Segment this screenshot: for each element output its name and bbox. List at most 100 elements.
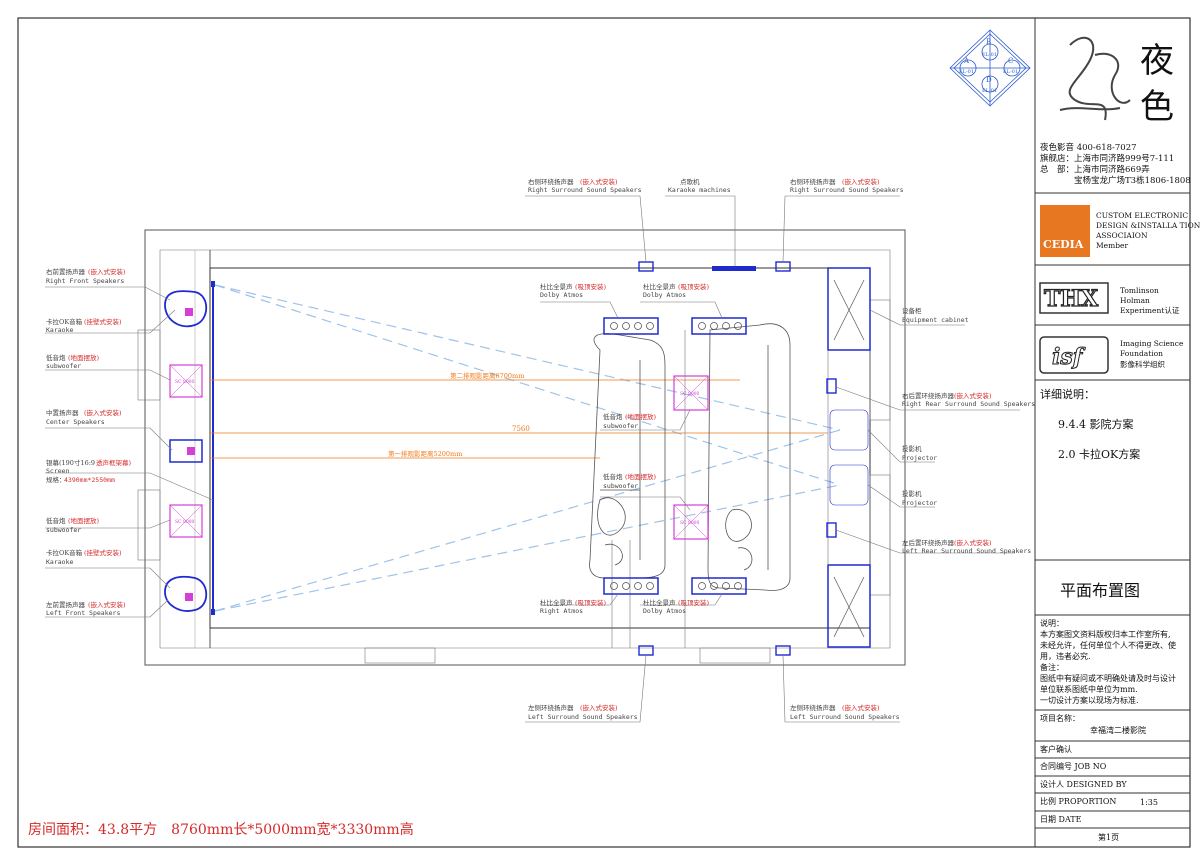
projector-2: [829, 464, 869, 506]
right-rear-en: Right Rear Surround Sound Speakers: [902, 400, 1035, 408]
right-surround-1-cn: 右侧环绕扬声器: [528, 177, 574, 186]
subwoofer-front-right: [169, 364, 203, 398]
compass-el-c: EL-01: [1003, 69, 1018, 75]
right-surround-1-en: Right Surround Sound Speakers: [528, 186, 642, 194]
left-surround-1-red: (嵌入式安装): [580, 703, 618, 712]
projector-throw-lines: [214, 284, 841, 612]
right-surround-1-red: (嵌入式安装): [580, 177, 618, 186]
thx-logo-text: THX: [1044, 286, 1099, 312]
address-hq-2: 宝杨宝龙广场T3栋1806-1808: [1074, 175, 1191, 186]
projector-2-cn: 投影机: [902, 489, 922, 498]
right-surround-2-red: (嵌入式安装): [842, 177, 880, 186]
left-front-red: (嵌入式安装): [88, 600, 126, 609]
note-line-2: 本方案图文资料版权归本工作室所有,: [1040, 629, 1171, 639]
brand-char-2: 色: [1140, 87, 1174, 127]
karaoke-1-cn: 卡拉OK音箱: [46, 317, 83, 326]
left-front-en: Left Front Speakers: [46, 609, 120, 617]
left-surround-1-en: Left Surround Sound Speakers: [528, 713, 638, 721]
cedia-logo-text: CEDIA: [1043, 238, 1084, 251]
sub-mid-1-en: subwoofer: [603, 422, 638, 430]
atmos-bl-red: (吸顶安装): [575, 598, 607, 607]
screen-size: 4390mm*2550mm: [64, 476, 115, 484]
cedia-line-3: ASSOCIAION: [1095, 231, 1148, 240]
page-label: 第1页: [1098, 832, 1119, 842]
note-line-7: 单位联系图纸中单位为mm.: [1040, 684, 1138, 694]
karaoke-machine-en: Karaoke machines: [668, 186, 731, 194]
atmos-tl-cn: 杜比全景声: [540, 282, 573, 291]
note-line-8: 一切设计方案以现场为标准.: [1040, 695, 1139, 705]
scale-label: 比例 PROPORTION: [1040, 796, 1116, 806]
details-item-1: 9.4.4 影院方案: [1058, 417, 1134, 431]
right-rear-cn: 右后置环绕扬声器: [902, 391, 955, 400]
details-heading: 详细说明：: [1040, 387, 1095, 401]
subwoofer-front-left: [169, 504, 203, 538]
cedia-line-1: CUSTOM ELECTRONIC: [1096, 211, 1188, 220]
atmos-br-en: Dolby Atmos: [643, 607, 686, 615]
left-surround-2-cn: 左侧环绕扬声器: [790, 703, 836, 712]
note-line-1: 说明：: [1040, 618, 1064, 628]
right-front-en: Right Front Speakers: [46, 277, 124, 285]
atmos-top-right: [691, 317, 747, 335]
total-distance-label: 7560: [512, 425, 530, 433]
right-front-speaker: [164, 290, 208, 328]
left-surround-1-cn: 左侧环绕扬声器: [528, 703, 574, 712]
atmos-br-cn: 杜比全景声: [643, 598, 676, 607]
screen-cn: 银幕(190寸16:9: [46, 458, 95, 467]
right-rear-surround-speaker: [826, 378, 837, 394]
right-surround-2-en: Right Surround Sound Speakers: [790, 186, 904, 194]
subwoofer-mid-2: [673, 504, 709, 540]
isf-logo-text: isf: [1052, 344, 1086, 370]
right-front-red: (嵌入式安装): [88, 267, 126, 276]
thx-line-2: Holman: [1120, 296, 1150, 305]
row1-distance-label: 第一排观影距离5200mm: [388, 449, 462, 458]
right-surround-speaker-2: [775, 261, 791, 272]
subwoofer-mid-1: [673, 375, 709, 411]
sub-box-label-4: SC 8000: [680, 520, 700, 526]
equipment-cabinets: [827, 267, 871, 648]
sub-box-label-3: SC 8000: [680, 391, 700, 397]
right-rear-red: (嵌入式安装): [954, 391, 992, 400]
sub-mid-1-cn: 低音炮: [603, 412, 623, 421]
atmos-top-left: [603, 317, 659, 335]
sofa-row-2: [707, 323, 791, 591]
screen-red: 透声框架幕): [96, 458, 132, 467]
brand-logo: [1059, 36, 1131, 121]
sub-mid-1-red: (地面摆放): [625, 412, 657, 421]
address-hq: 总 部：上海市同济路669弄: [1040, 164, 1150, 175]
isf-line-2: Foundation: [1120, 349, 1163, 358]
sub-2-red: (地面摆放): [68, 516, 100, 525]
client-label: 客户确认: [1040, 744, 1072, 754]
compass-c: C: [1008, 57, 1013, 65]
center-speaker: [169, 439, 203, 463]
isf-line-1: Imaging Science: [1120, 339, 1184, 348]
company-name: 夜色影音 400-618-7027: [1040, 142, 1137, 153]
left-rear-en: Left Rear Surround Sound Speakers: [902, 547, 1031, 555]
atmos-bl-cn: 杜比全景声: [540, 598, 573, 607]
compass-a: A: [963, 57, 970, 65]
details-item-2: 2.0 卡拉OK方案: [1058, 447, 1140, 461]
left-rear-cn: 左后置环绕扬声器: [902, 538, 955, 547]
sub-box-label-2: SC 8000: [175, 519, 195, 525]
thx-line-3: Experiment认证: [1120, 305, 1180, 315]
projector-1: [829, 409, 869, 451]
cedia-line-2: DESIGN &INSTALLA TION: [1096, 221, 1200, 230]
sub-2-cn: 低音炮: [46, 516, 66, 525]
projector-1-cn: 投影机: [902, 444, 922, 453]
equipment-en: Equipment cabinet: [902, 316, 969, 324]
karaoke-1-en: Karaoke: [46, 326, 73, 334]
compass-el-d: EL-01: [982, 88, 997, 94]
atmos-bottom-right: [691, 577, 747, 595]
karaoke-2-en: Karaoke: [46, 558, 73, 566]
sub-2-en: subwoofer: [46, 526, 81, 534]
sub-mid-2-en: subwoofer: [603, 482, 638, 490]
atmos-tl-en: Dolby Atmos: [540, 291, 583, 299]
compass-el-b: EL-01: [982, 52, 997, 58]
karaoke-1-red: (挂壁式安装): [84, 317, 122, 326]
sheet-border: [17, 17, 1191, 848]
floor-plan: 第二排观影距离6700mm 7560 第一排观影距离5200mm: [45, 195, 1020, 723]
job-label: 合同编号 JOB NO: [1040, 761, 1107, 771]
center-en: Center Speakers: [46, 418, 105, 426]
projector-2-en: Projector: [902, 499, 937, 507]
date-label: 日期 DATE: [1040, 815, 1082, 824]
note-line-4: 用，违者必究.: [1040, 651, 1091, 661]
